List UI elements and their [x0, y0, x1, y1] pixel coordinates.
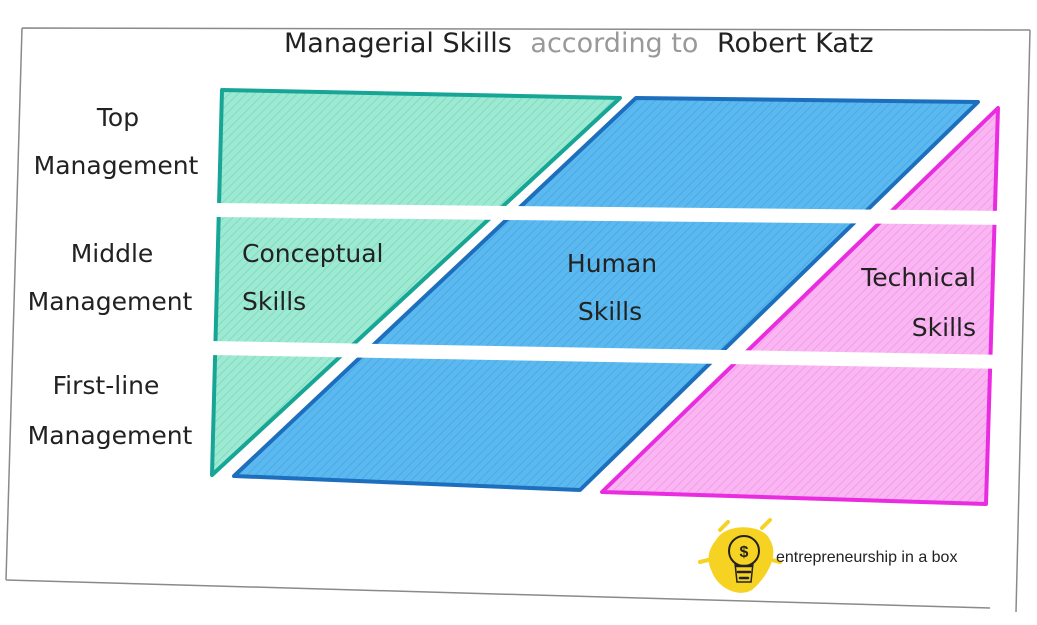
conceptual-label-line1: Conceptual — [242, 239, 384, 268]
technical-label-line1: Technical — [860, 263, 976, 292]
title-main: Managerial Skills — [284, 28, 512, 59]
page-border — [5, 27, 1031, 613]
level-divider-upper — [214, 203, 1010, 225]
level-top-line2: Management — [34, 151, 199, 180]
title-according: according to — [530, 28, 698, 59]
technical-skills-shape — [600, 106, 1000, 506]
conceptual-label-line2: Skills — [242, 287, 306, 316]
logo-text: entrepreneurship in a box — [776, 549, 958, 566]
level-first-line-line2: Management — [28, 421, 193, 450]
level-first-line-line1: First-line — [53, 371, 160, 400]
human-label-line1: Human — [567, 249, 657, 278]
title-author: Robert Katz — [717, 28, 874, 59]
conceptual-skills-shape — [210, 88, 622, 477]
level-middle-line2: Management — [28, 287, 193, 316]
level-divider-lower — [210, 341, 1010, 369]
svg-text:Managerial Skills accord: Managerial Skills according to Robert Ka… — [284, 28, 874, 59]
level-top-line1: Top — [96, 103, 139, 132]
technical-label-line2: Skills — [912, 313, 976, 342]
lightbulb-icon: $ — [698, 518, 782, 593]
logo-dollar-sign: $ — [740, 544, 749, 561]
level-middle-line1: Middle — [71, 239, 154, 268]
human-label-line2: Skills — [578, 297, 642, 326]
